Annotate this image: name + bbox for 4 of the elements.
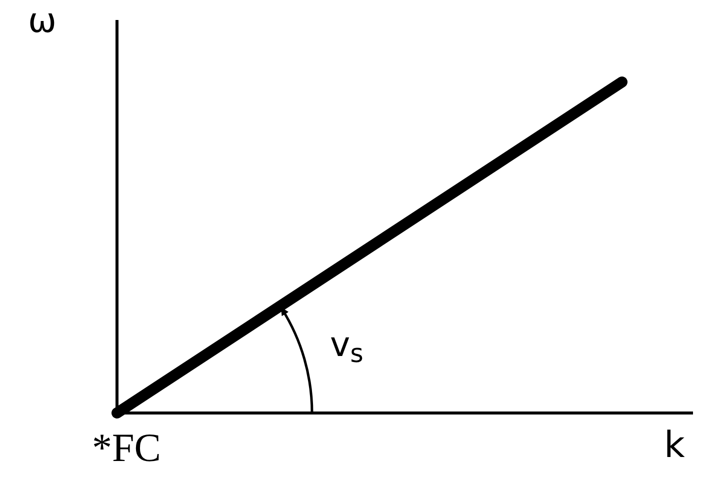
axis-label: ω bbox=[28, 4, 56, 38]
axis-label: k bbox=[664, 428, 685, 464]
note-text: *FC bbox=[92, 428, 161, 468]
angle-label: v$_{s}$ bbox=[330, 328, 364, 362]
